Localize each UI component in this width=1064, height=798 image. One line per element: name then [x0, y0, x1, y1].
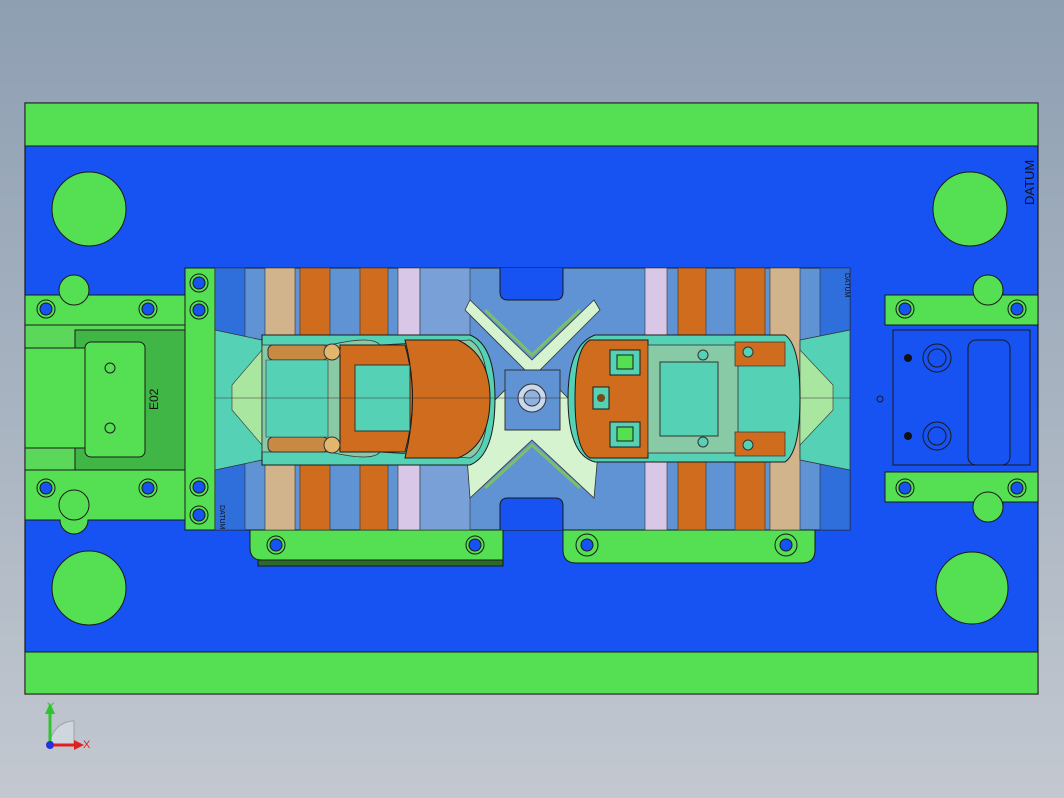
guide-pillar-top-left	[51, 171, 127, 247]
guide-pillar-top-right	[932, 171, 1008, 247]
guide-pillar-bottom-right	[935, 551, 1009, 625]
bottom-rails	[249, 529, 816, 567]
axis-triad: Y X	[45, 701, 91, 751]
datum-label-main: DATUM	[1022, 160, 1037, 205]
datum-label-right-insert: DATUM	[843, 273, 850, 298]
triad-x-label: X	[83, 739, 91, 751]
origin-z-icon	[46, 741, 54, 749]
triad-y-label: Y	[47, 701, 55, 713]
datum-label-left-insert: DATUM	[218, 505, 225, 530]
left-slide-assembly: E02	[24, 267, 216, 535]
part-mark-label: E02	[147, 388, 161, 410]
guide-pillars	[51, 171, 1009, 626]
cavity-right	[567, 334, 801, 463]
bottom-clamp-strip	[24, 651, 1039, 695]
right-clamp-assembly	[876, 274, 1039, 523]
guide-pillar-bottom-left	[51, 550, 127, 626]
cavity-left	[215, 334, 850, 466]
top-clamp-strip	[24, 102, 1039, 147]
